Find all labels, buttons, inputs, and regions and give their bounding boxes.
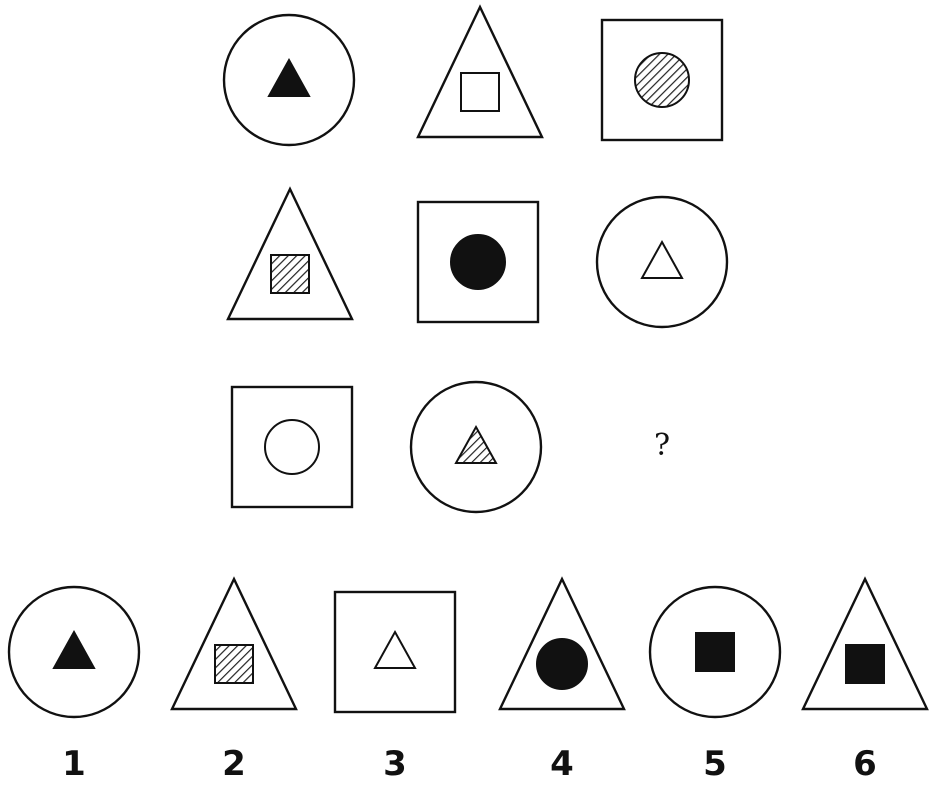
matrix-cell-r1c3 <box>600 18 724 142</box>
inner-circle-black <box>450 234 506 290</box>
inner-square-black <box>695 632 735 672</box>
matrix-cell-r3c2 <box>409 380 543 514</box>
option-6[interactable] <box>801 576 929 711</box>
inner-triangle-hatched <box>454 424 498 464</box>
matrix-cell-r2c1 <box>226 186 354 321</box>
matrix-cell-r1c1 <box>222 13 356 147</box>
matrix-cell-r2c3 <box>595 195 729 329</box>
puzzle-matrix: ? <box>222 4 729 514</box>
option-label-5: 5 <box>703 744 727 784</box>
inner-circle-white <box>264 419 320 475</box>
answer-options: 1 2 3 4 5 6 <box>7 576 929 784</box>
missing-cell-question-mark: ? <box>654 428 670 463</box>
inner-square-hatched <box>214 644 254 684</box>
option-label-6: 6 <box>853 744 877 784</box>
option-2[interactable] <box>170 576 298 711</box>
option-label-1: 1 <box>62 744 86 784</box>
inner-square-white <box>460 72 500 112</box>
matrix-cell-r2c2 <box>416 200 540 324</box>
inner-triangle-white <box>373 629 417 669</box>
inner-square-black <box>845 644 885 684</box>
inner-triangle-white <box>640 239 684 279</box>
inner-square-hatched <box>270 254 310 294</box>
inner-triangle-black <box>267 57 311 97</box>
matrix-cell-r1c2 <box>416 4 544 139</box>
option-3[interactable] <box>333 590 457 714</box>
inner-circle-black <box>536 638 588 690</box>
option-label-4: 4 <box>550 744 574 784</box>
option-5[interactable] <box>648 585 782 719</box>
option-label-3: 3 <box>383 744 407 784</box>
option-4[interactable] <box>498 576 626 711</box>
inner-circle-hatched <box>634 52 690 108</box>
matrix-cell-r3c1 <box>230 385 354 509</box>
inner-triangle-black <box>52 629 96 669</box>
option-1[interactable] <box>7 585 141 719</box>
option-label-2: 2 <box>222 744 246 784</box>
